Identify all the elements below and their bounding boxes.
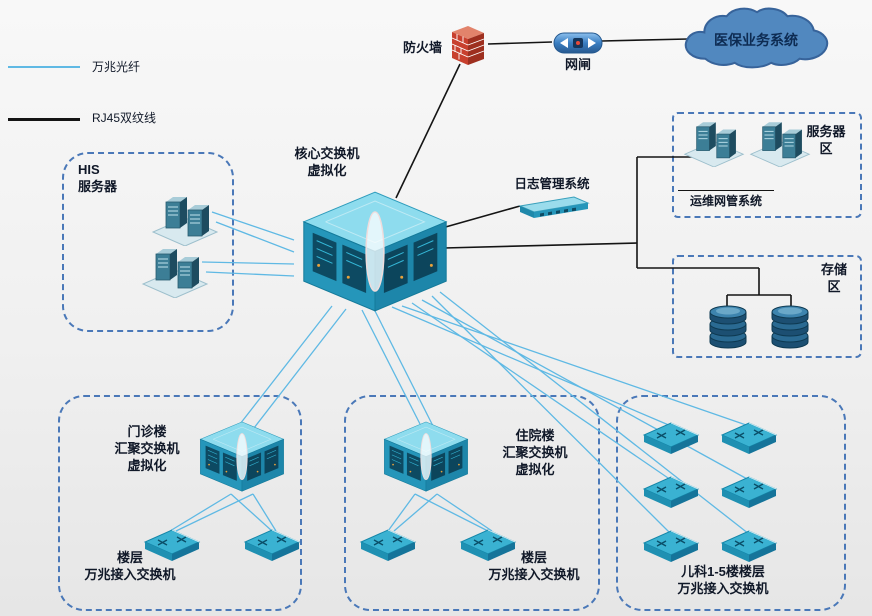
- core-switch-label: 核心交换机 虚拟化: [294, 146, 360, 178]
- server-zone: [672, 112, 862, 218]
- access-switch-icon: [719, 474, 779, 512]
- outpatient-cluster-label: 门诊楼 汇聚交换机 虚拟化: [114, 424, 180, 473]
- outpatient-zone: [58, 395, 302, 611]
- cloud-label: 医保业务系统: [714, 32, 798, 48]
- access-switch-icon: [358, 527, 418, 565]
- firewall-label: 防火墙: [402, 40, 442, 55]
- inpatient-cluster-label: 住院楼 汇聚交换机 虚拟化: [502, 428, 568, 477]
- inpatient-access-label: 楼层 万兆接入交换机: [488, 550, 580, 582]
- outpatient-cluster-icon: [190, 414, 294, 498]
- storage-icon: [768, 298, 812, 350]
- storage-icon: [706, 298, 750, 350]
- pediatrics-access-label: 儿科1-5楼楼层 万兆接入交换机: [677, 564, 769, 596]
- access-switch-icon: [719, 420, 779, 458]
- firewall-icon: [446, 22, 486, 66]
- access-switch-icon: [641, 474, 701, 512]
- log-system-label: 日志管理系统: [514, 177, 590, 191]
- his-server-label: HIS 服务器: [78, 162, 118, 194]
- his-server-icon: [150, 188, 220, 246]
- gateway-icon: [552, 30, 604, 56]
- legend-rj45-label: RJ45双纹线: [92, 111, 157, 125]
- core-switch-icon: [286, 186, 464, 315]
- server-icon: [682, 114, 746, 167]
- inpatient-cluster-icon: [374, 414, 478, 498]
- access-switch-icon: [641, 528, 701, 566]
- gateway-label: 网闸: [564, 57, 591, 72]
- access-switch-icon: [719, 528, 779, 566]
- legend-rj45-line: [8, 118, 80, 121]
- log-system-icon: [516, 194, 592, 220]
- his-server-icon: [140, 240, 210, 298]
- access-switch-icon: [242, 527, 302, 565]
- om-system-label: 运维网管系统: [678, 190, 774, 210]
- access-switch-icon: [641, 420, 701, 458]
- legend-fiber-line: [8, 66, 80, 68]
- storage-zone-label: 存储 区: [820, 262, 847, 294]
- outpatient-access-label: 楼层 万兆接入交换机: [84, 550, 176, 582]
- server-zone-label: 服务器 区: [806, 124, 846, 156]
- legend-fiber-label: 万兆光纤: [92, 60, 141, 74]
